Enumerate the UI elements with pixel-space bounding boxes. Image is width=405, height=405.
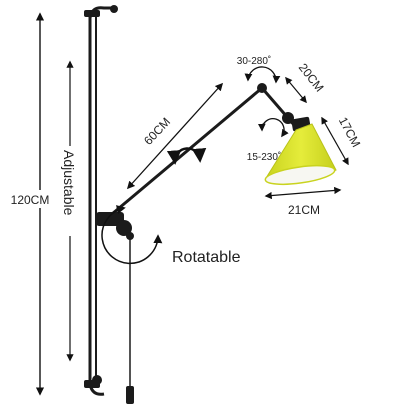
adjustable-label: Adjustable — [61, 150, 77, 216]
rotate-arrow-icon — [101, 205, 163, 265]
joint-arm-label: 20CM — [296, 61, 327, 95]
arm-pivot-rotation — [166, 147, 207, 165]
rotatable-label: Rotatable — [172, 249, 241, 266]
shade-height-label: 17CM — [336, 115, 363, 150]
shade-width-label: 21CM — [288, 203, 320, 217]
rotate-arrow-icon — [244, 66, 281, 84]
shade-width-dimension: 21CM — [264, 186, 342, 217]
arm-length-dimension: 60CM — [126, 82, 224, 190]
rotatable-indicator: Rotatable — [101, 205, 241, 266]
rotate-arrow-icon — [166, 147, 207, 165]
joint-arm-dimension: 20CM — [285, 61, 327, 104]
lamp-shade — [264, 116, 337, 186]
rotate-arrow-icon — [257, 118, 289, 138]
top-joint-rotation-label: 30-280˚ — [237, 55, 271, 67]
shade-joint-rotation: 15-230˚ — [247, 118, 289, 163]
shade-joint-rotation-label: 15-230˚ — [247, 151, 281, 163]
wall-rail — [84, 5, 134, 404]
adjustable-indicator: Adjustable — [58, 60, 82, 362]
top-joint-rotation: 30-280˚ — [237, 55, 281, 84]
overall-height-label: 120CM — [11, 193, 50, 207]
overall-height-dimension: 120CM — [4, 12, 56, 396]
